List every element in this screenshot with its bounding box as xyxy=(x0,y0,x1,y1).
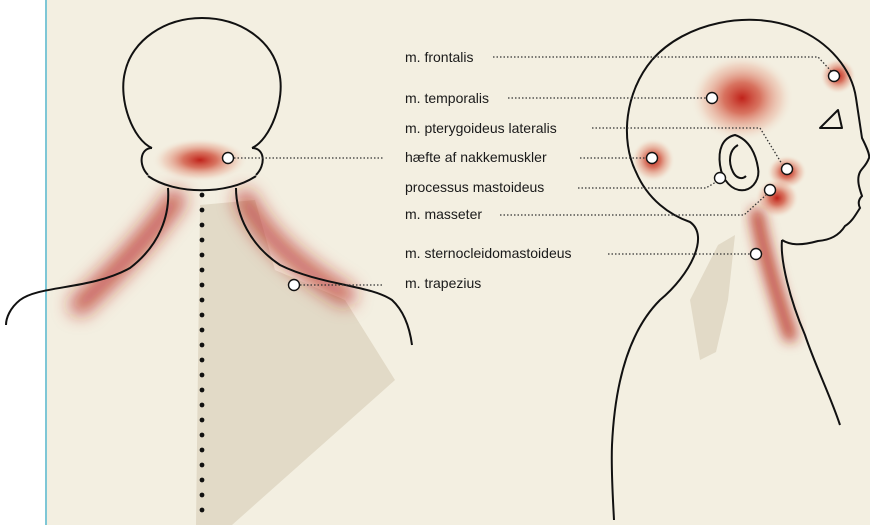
marker-sternocleidomastoideus xyxy=(751,249,762,260)
left-margin-strip xyxy=(0,0,46,525)
marker-trapezius xyxy=(289,280,300,291)
label-masseter-text: m. masseter xyxy=(405,206,482,222)
marker-nakkemuskler-side xyxy=(647,153,658,164)
label-pterygoideus-text: m. pterygoideus lateralis xyxy=(405,120,557,136)
marker-masseter xyxy=(765,185,776,196)
label-sternocleidomastoideus-text: m. sternocleidomastoideus xyxy=(405,245,572,261)
marker-pterygoideus xyxy=(782,164,793,175)
label-nakkemuskler-text: hæfte af nakkemuskler xyxy=(405,149,547,165)
label-frontalis-text: m. frontalis xyxy=(405,49,473,65)
label-temporalis-text: m. temporalis xyxy=(405,90,489,106)
label-mastoideus-text: processus mastoideus xyxy=(405,179,544,195)
label-trapezius-text: m. trapezius xyxy=(405,275,481,291)
marker-temporalis xyxy=(707,93,718,104)
marker-nakkemuskler-back xyxy=(223,153,234,164)
marker-mastoideus xyxy=(715,173,726,184)
marker-frontalis xyxy=(829,71,840,82)
